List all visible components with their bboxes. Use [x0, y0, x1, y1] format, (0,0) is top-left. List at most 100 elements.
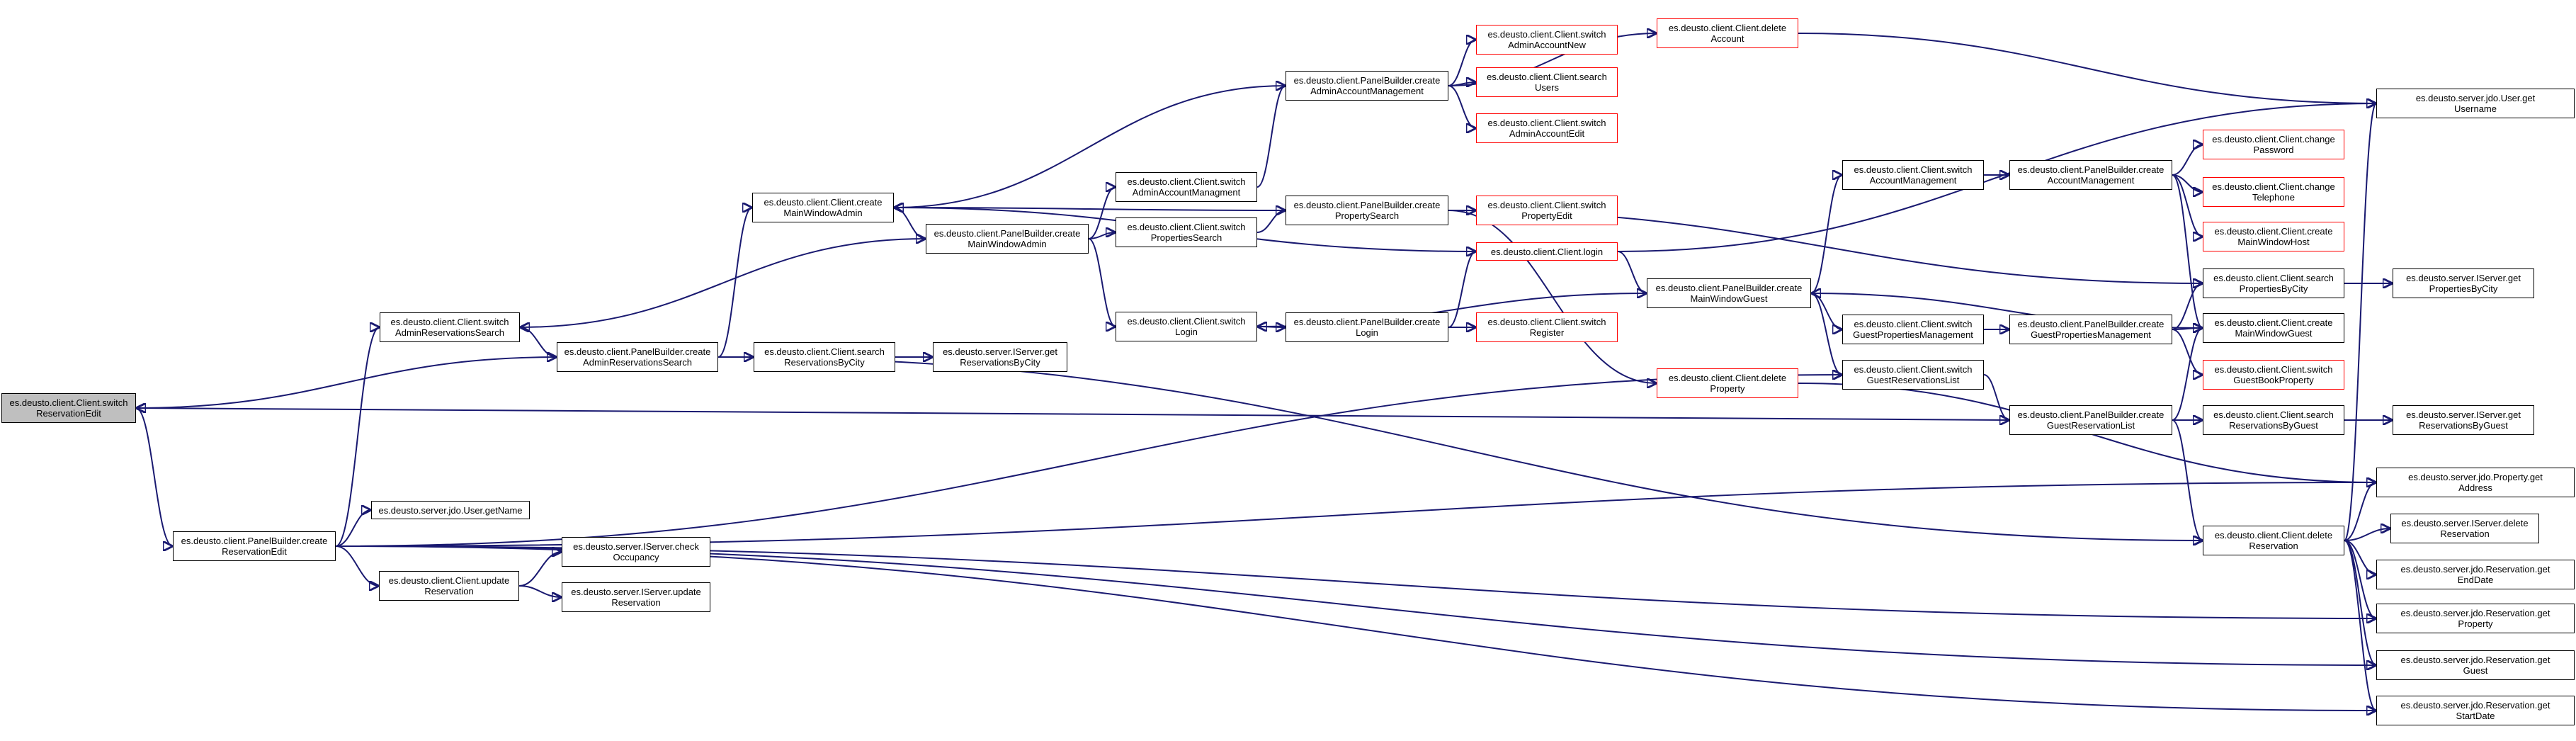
- edge-pbAdminAccMgmt-to-switchAdminAccNew: [1448, 40, 1477, 86]
- edge-pbGuestResList-to-reservationEdit: [136, 408, 2010, 421]
- node-label-line: es.deusto.client.Client.create: [2214, 226, 2333, 237]
- node-label-line: GuestPropertiesManagement: [2031, 329, 2151, 340]
- node-label-line: es.deusto.client.Client.switch: [9, 397, 128, 408]
- edge-reservationEdit-to-pbReservationEdit: [135, 407, 174, 546]
- node-label-line: ReservationsByCity: [784, 357, 865, 368]
- node-client-login[interactable]: es.deusto.client.Client.login: [1476, 242, 1618, 261]
- edge-pbAccMgmt-to-createMainWindowGuest: [2172, 174, 2203, 328]
- node-label-line: es.deusto.client.Client.update: [388, 575, 510, 586]
- node-label-line: es.deusto.client.PanelBuilder.create: [2017, 319, 2164, 329]
- node-label-line: es.deusto.client.PanelBuilder.create: [181, 536, 328, 546]
- node-label-line: es.deusto.client.Client.switch: [1487, 200, 1606, 210]
- node-label-line: es.deusto.client.PanelBuilder.create: [1293, 317, 1441, 327]
- node-label-line: EndDate: [2457, 575, 2494, 585]
- node-label-line: es.deusto.client.PanelBuilder.create: [1655, 283, 1803, 293]
- node-label-line: PropertyEdit: [1521, 210, 1572, 221]
- edge-pbReservationEdit-to-resGetStartDate: [335, 545, 2376, 711]
- node-label-line: GuestReservationList: [2046, 420, 2135, 431]
- node-label-line: Login: [1356, 327, 1378, 338]
- node-label-line: Reservation: [611, 597, 661, 608]
- edge-pbReservationEdit-to-resGetProperty: [335, 545, 2376, 618]
- edge-pbMainWindowAdmin-to-switchAdminResSearch: [520, 238, 926, 327]
- edge-deleteReservation-to-resGetProperty: [2344, 540, 2377, 618]
- node-label-line: es.deusto.client.Client.switch: [1487, 118, 1606, 128]
- edge-deleteReservation-to-resGetGuest: [2344, 540, 2377, 665]
- node-label-line: Reservation: [2440, 528, 2490, 539]
- edge-pbMainWindowGuest-to-switchGuestResList: [1810, 293, 1843, 375]
- edge-pbLogin-to-clientLogin: [1448, 251, 1477, 328]
- node-label-line: PropertiesByCity: [2429, 283, 2498, 294]
- node-label-line: es.deusto.client.Client.delete: [1668, 373, 1787, 383]
- node-label-line: es.deusto.client.Client.create: [2214, 317, 2333, 328]
- edge-pbReservationEdit-to-updateReservation: [335, 545, 380, 586]
- node-label-line: es.deusto.client.Client.switch: [1127, 316, 1246, 327]
- edge-pbAdminAccMgmt-to-switchAdminAccEdit: [1448, 85, 1477, 128]
- node-label-line: es.deusto.server.jdo.Reservation.get: [2400, 608, 2551, 618]
- node-label-line: AdminAccountManagement: [1310, 86, 1424, 96]
- node-label-line: Property: [1710, 383, 1745, 394]
- node-label-line: MainWindowGuest: [1690, 293, 1768, 304]
- node-label-line: es.deusto.client.Client.search: [764, 346, 885, 357]
- node-label-line: es.deusto.server.IServer.delete: [2401, 518, 2529, 528]
- edge-pbMainWindowGuest-to-switchAccMgmt: [1810, 175, 1843, 294]
- edge-pbMainWindowAdmin-to-switchLogin: [1088, 238, 1116, 327]
- edge-pbAdminResSearch-to-createMainWindowAdmin: [717, 208, 753, 358]
- edge-pbAdminAccMgmt-to-createMainWindowAdmin: [894, 85, 1286, 208]
- node-label-line: AdminAccountManagment: [1132, 187, 1241, 198]
- edge-pbMainWindowGuest-to-switchGuestPropMgmt: [1810, 293, 1843, 329]
- node-label-line: es.deusto.server.jdo.Reservation.get: [2400, 655, 2551, 665]
- node-label-line: es.deusto.client.Client.delete: [1668, 23, 1787, 33]
- node-user-get-name[interactable]: es.deusto.server.jdo.User.getName: [371, 501, 530, 519]
- node-label-line: AccountManagement: [2047, 175, 2135, 186]
- edge-pbReservationEdit-to-userGetName: [335, 510, 372, 547]
